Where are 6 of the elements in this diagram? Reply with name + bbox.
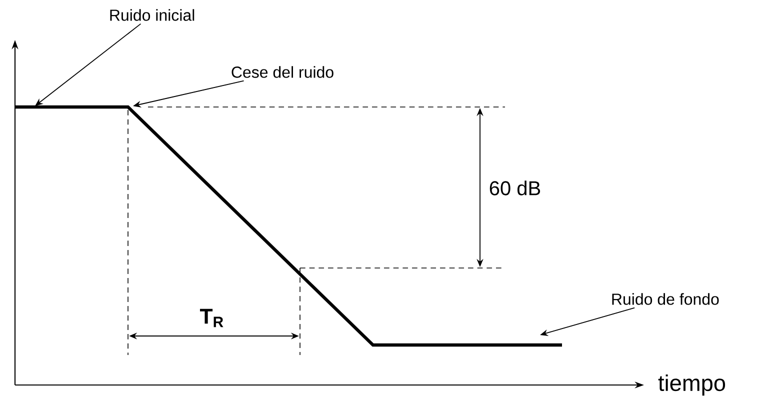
time-label: T$_{R}$ bbox=[200, 308, 224, 328]
callout-text: Ruido de fondo bbox=[612, 293, 719, 305]
callout-text: Cese del ruido bbox=[232, 66, 334, 78]
callout-text: Ruido inicial bbox=[110, 9, 194, 21]
dimension-label: 60 dB bbox=[490, 180, 540, 196]
axis-label: tiempo bbox=[658, 374, 726, 396]
